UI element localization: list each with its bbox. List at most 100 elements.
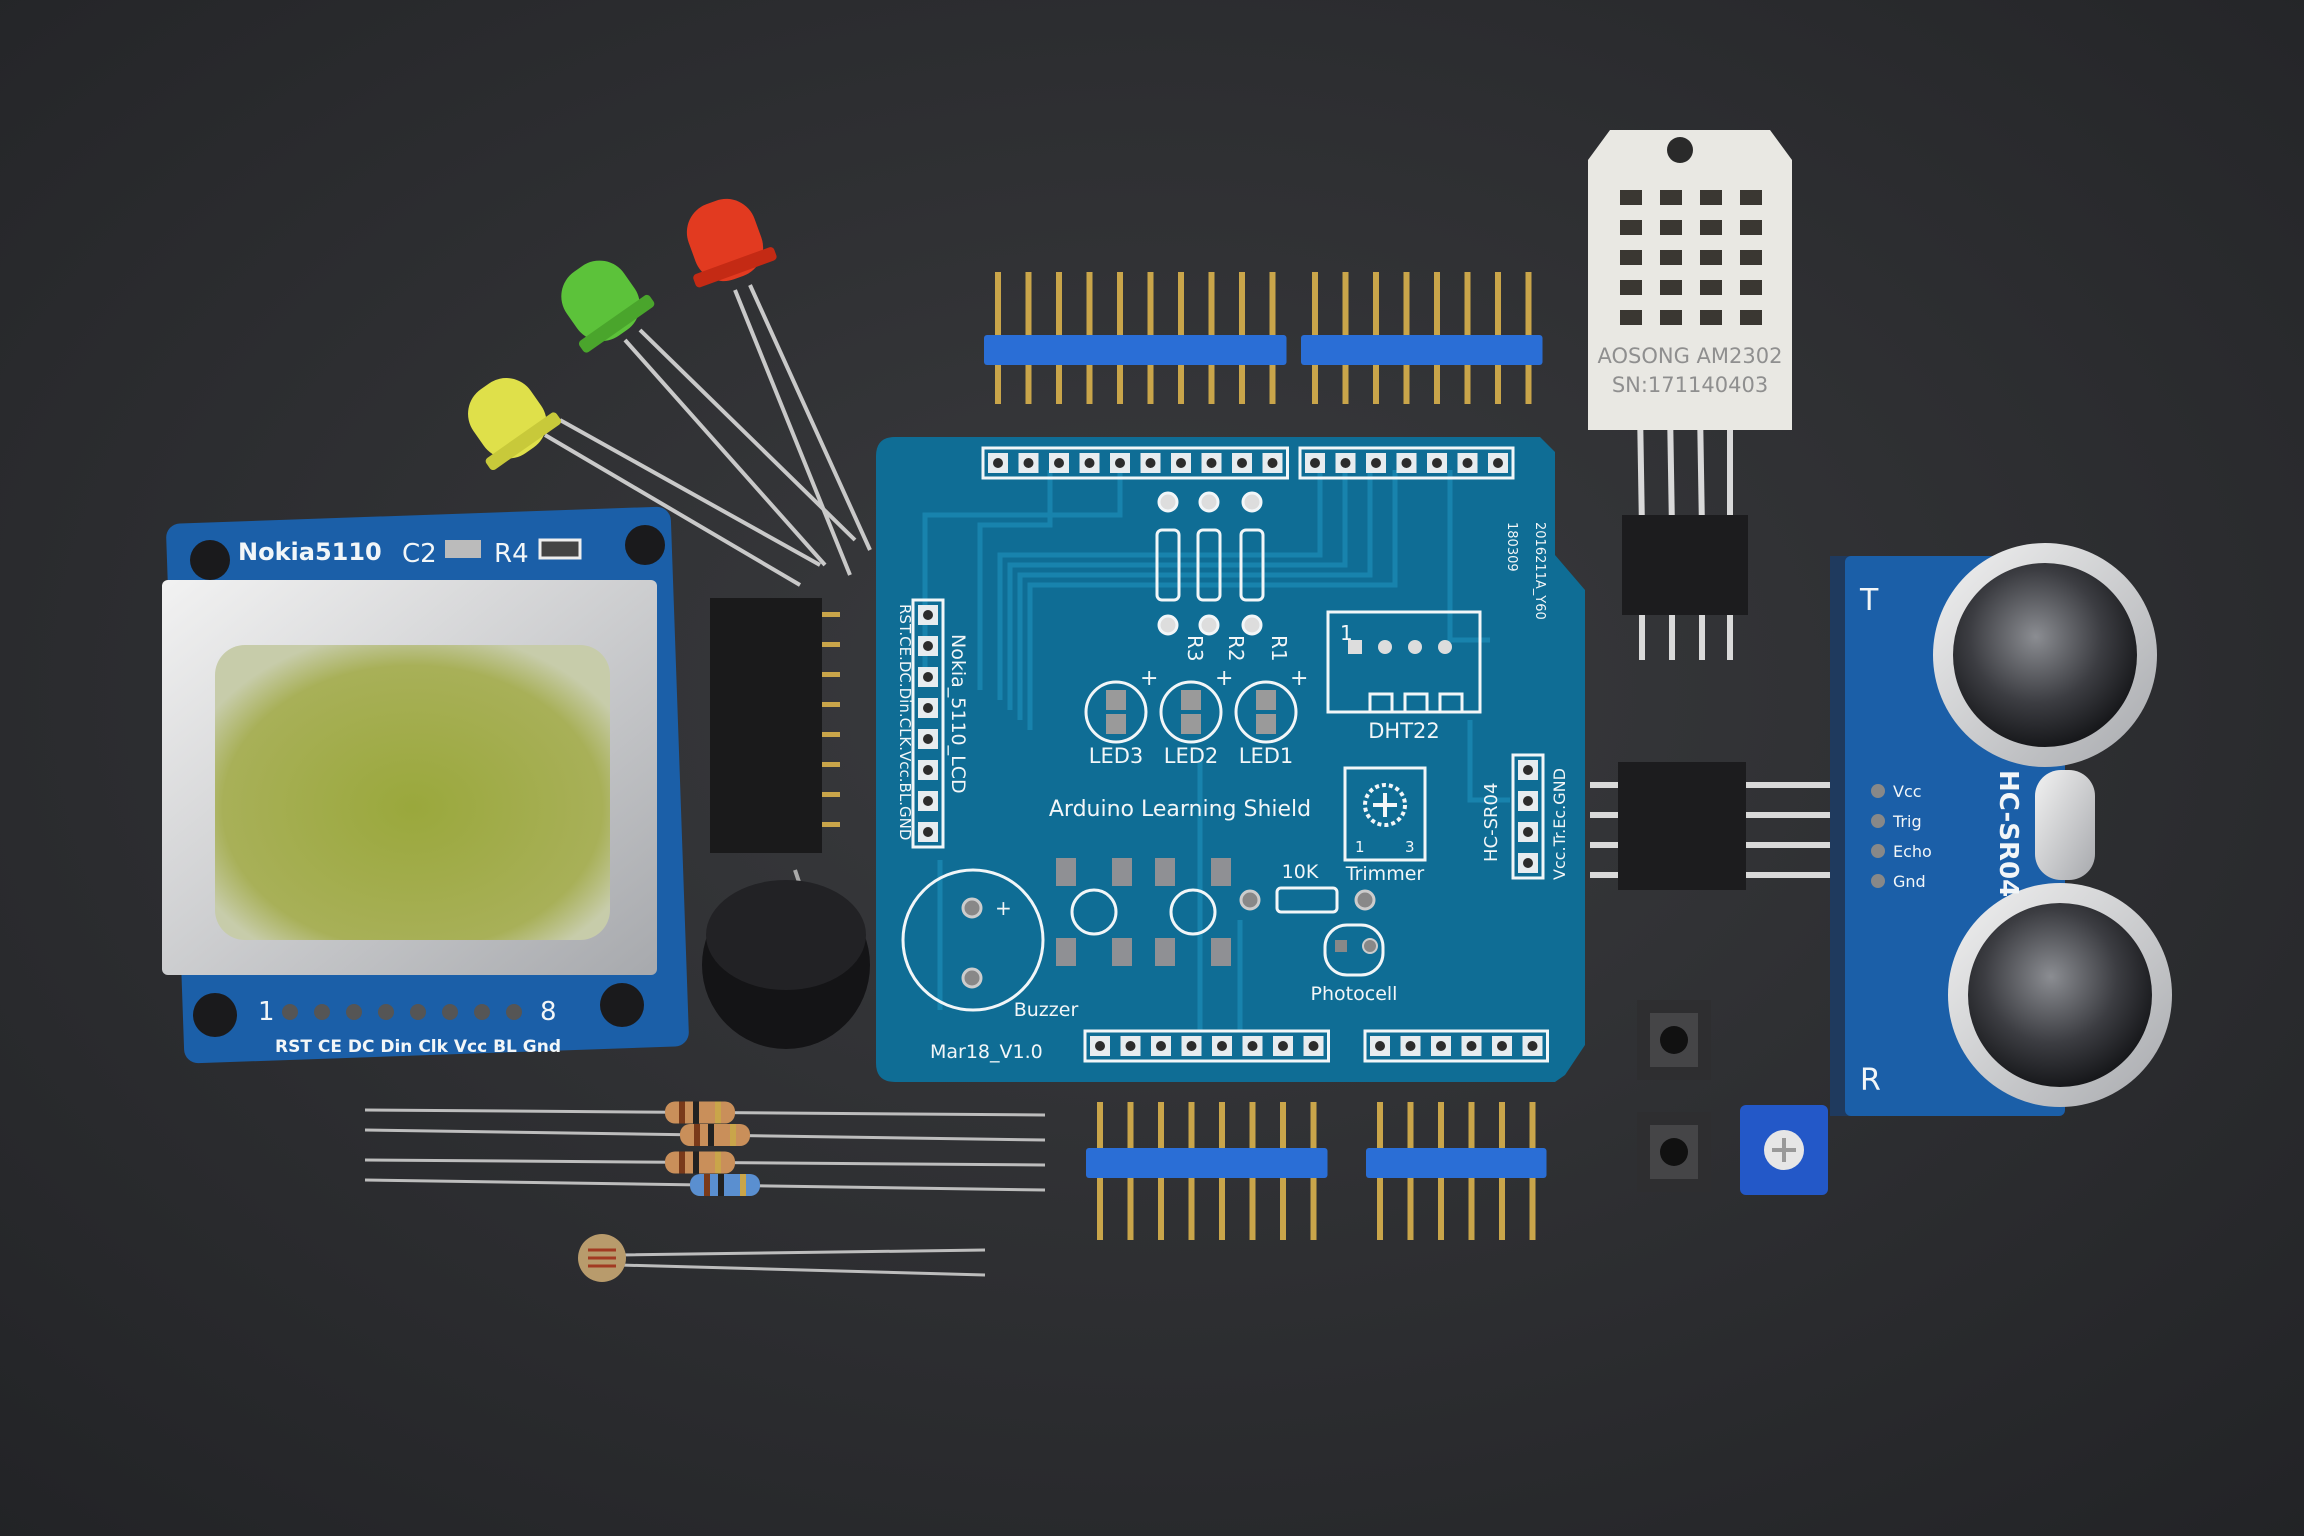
pad-hole bbox=[923, 641, 933, 651]
dht-grille-slot bbox=[1740, 280, 1762, 295]
pad-hole bbox=[1340, 458, 1351, 468]
led-pad bbox=[1106, 690, 1126, 710]
led2-label: LED2 bbox=[1164, 744, 1219, 768]
pad-hole bbox=[1217, 1041, 1227, 1051]
dht-pad bbox=[1378, 640, 1392, 654]
pad-hole bbox=[1497, 1041, 1507, 1051]
nokia5110-module: Nokia5110 C2 R4 1 8 RST CE DC Din Clk Vc… bbox=[162, 506, 689, 1064]
pad-hole bbox=[1247, 1041, 1258, 1051]
pad-hole bbox=[1371, 458, 1381, 468]
female-pin bbox=[822, 612, 840, 617]
dht-grille-slot bbox=[1740, 190, 1762, 205]
sr04-pin-pad bbox=[1871, 874, 1885, 888]
pad-hole bbox=[923, 703, 933, 713]
transmitter-label: T bbox=[1859, 583, 1879, 618]
dht-grille-slot bbox=[1660, 280, 1682, 295]
buzzer-plus: + bbox=[995, 896, 1012, 920]
buzzer bbox=[702, 869, 870, 1049]
button-pad bbox=[1155, 858, 1175, 886]
resistor-outline bbox=[1239, 528, 1265, 602]
button-pad bbox=[1056, 858, 1076, 886]
female-pin bbox=[822, 702, 840, 707]
mounting-hole bbox=[600, 983, 644, 1027]
pad-hole bbox=[923, 765, 933, 775]
pin-row bbox=[282, 1004, 522, 1020]
batch-date: 180309 bbox=[1504, 522, 1519, 572]
silk-outline bbox=[1298, 446, 1515, 480]
header-plastic bbox=[984, 335, 1287, 365]
female-pin bbox=[822, 642, 840, 647]
dht-grille-slot bbox=[1740, 250, 1762, 265]
dht-grille-slot bbox=[1740, 220, 1762, 235]
buzzer-label: Buzzer bbox=[1014, 999, 1079, 1021]
header-plastic bbox=[1366, 1148, 1547, 1178]
led1-plus: + bbox=[1290, 666, 1308, 691]
color-band bbox=[679, 1101, 685, 1124]
sr04-pin-pad bbox=[1871, 814, 1885, 828]
nokia-pin-labels: RST.CE.DC.Din.CLK.Vcc.BL.GND bbox=[896, 604, 914, 840]
pad-hole bbox=[1493, 458, 1503, 468]
sr04-pin-vcc: Vcc bbox=[1893, 782, 1922, 801]
dht-grille-slot bbox=[1620, 310, 1642, 325]
dht-pin1-label: 1 bbox=[1340, 621, 1353, 645]
nokia-pin bbox=[314, 1004, 330, 1020]
shield-title: Arduino Learning Shield bbox=[1049, 797, 1311, 822]
pin-first-label: 1 bbox=[258, 997, 275, 1027]
resistor-body bbox=[665, 1151, 735, 1174]
color-band bbox=[693, 1101, 699, 1124]
led3-label: LED3 bbox=[1089, 744, 1144, 768]
sr04-model: HC-SR04 bbox=[1993, 770, 2023, 897]
resistor-outline bbox=[1155, 528, 1181, 602]
learning-shield-pcb: R3 R2 R1 LED3 LED2 LED1 + + + 1 DHT22 20… bbox=[876, 437, 1585, 1082]
shield-version: Mar18_V1.0 bbox=[930, 1041, 1043, 1063]
pad-hole bbox=[1237, 458, 1247, 468]
right-angle-header bbox=[1590, 762, 1840, 890]
header-strip-bottom-8pin bbox=[1086, 1102, 1328, 1240]
dht-grille-slot bbox=[1660, 190, 1682, 205]
pad-hole bbox=[1206, 458, 1217, 468]
dht-grille-slot bbox=[1620, 250, 1642, 265]
female-pin bbox=[822, 792, 840, 797]
led-pad bbox=[1256, 690, 1276, 710]
button-outline bbox=[1169, 888, 1217, 936]
tact-switch bbox=[1637, 1000, 1711, 1080]
led-leads bbox=[543, 284, 872, 587]
female-pin bbox=[822, 762, 840, 767]
button-pad bbox=[1211, 938, 1231, 966]
pad-hole bbox=[1523, 858, 1533, 868]
button-pad bbox=[1112, 938, 1132, 966]
pad-hole bbox=[1115, 458, 1125, 468]
led3-plus: + bbox=[1140, 666, 1158, 691]
pad-hole bbox=[1278, 1041, 1288, 1051]
trimmer-pin3: 3 bbox=[1405, 838, 1415, 856]
crystal bbox=[2035, 770, 2095, 880]
nokia-header-label: Nokia_5110_LCD bbox=[947, 634, 969, 794]
green-led bbox=[561, 260, 655, 353]
color-band bbox=[740, 1174, 746, 1196]
pad-hole bbox=[1145, 458, 1156, 468]
color-band bbox=[718, 1174, 724, 1196]
batch-code: 2016211A_Y60 bbox=[1532, 522, 1547, 620]
led-pad bbox=[1106, 714, 1126, 734]
header-strip-top-10pin bbox=[984, 272, 1287, 404]
pad-hole bbox=[1523, 796, 1533, 806]
receiver-label: R bbox=[1860, 1063, 1881, 1098]
pad-hole bbox=[1267, 458, 1278, 468]
nokia-pin bbox=[474, 1004, 490, 1020]
mounting-hole bbox=[190, 540, 230, 580]
c2-label: C2 bbox=[402, 539, 437, 569]
female-pin bbox=[822, 732, 840, 737]
pad-hole bbox=[1432, 458, 1442, 468]
dht-grille-slot bbox=[1700, 250, 1722, 265]
pad-hole bbox=[1084, 458, 1095, 468]
dht-grille-slot bbox=[1700, 220, 1722, 235]
pad-hole bbox=[923, 734, 933, 744]
pin-last-label: 8 bbox=[540, 997, 557, 1027]
dht-grille-slot bbox=[1660, 220, 1682, 235]
yellow-led bbox=[468, 378, 562, 471]
pad-hole bbox=[1156, 1041, 1166, 1051]
pad-hole bbox=[1054, 458, 1064, 468]
photocell-label: Photocell bbox=[1311, 983, 1398, 1005]
resistor-pad bbox=[1198, 491, 1220, 513]
dht22-sensor: AOSONG AM2302 SN:171140403 bbox=[1588, 130, 1792, 660]
